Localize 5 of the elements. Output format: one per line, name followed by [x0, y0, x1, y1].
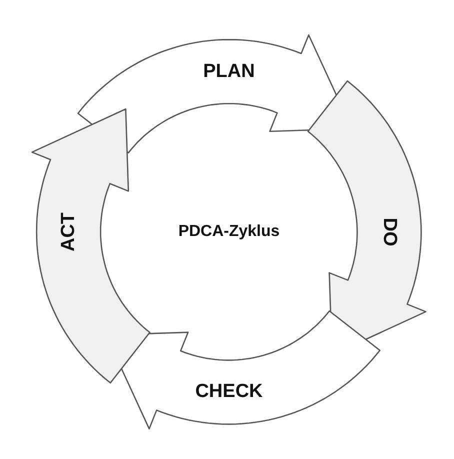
- phase-label: ACT: [58, 212, 80, 252]
- phase-label: PLAN: [203, 60, 255, 83]
- phase-label: DO: [378, 218, 400, 246]
- phase-label: CHECK: [195, 380, 263, 403]
- cycle-title: PDCA-Zyklus: [178, 223, 280, 241]
